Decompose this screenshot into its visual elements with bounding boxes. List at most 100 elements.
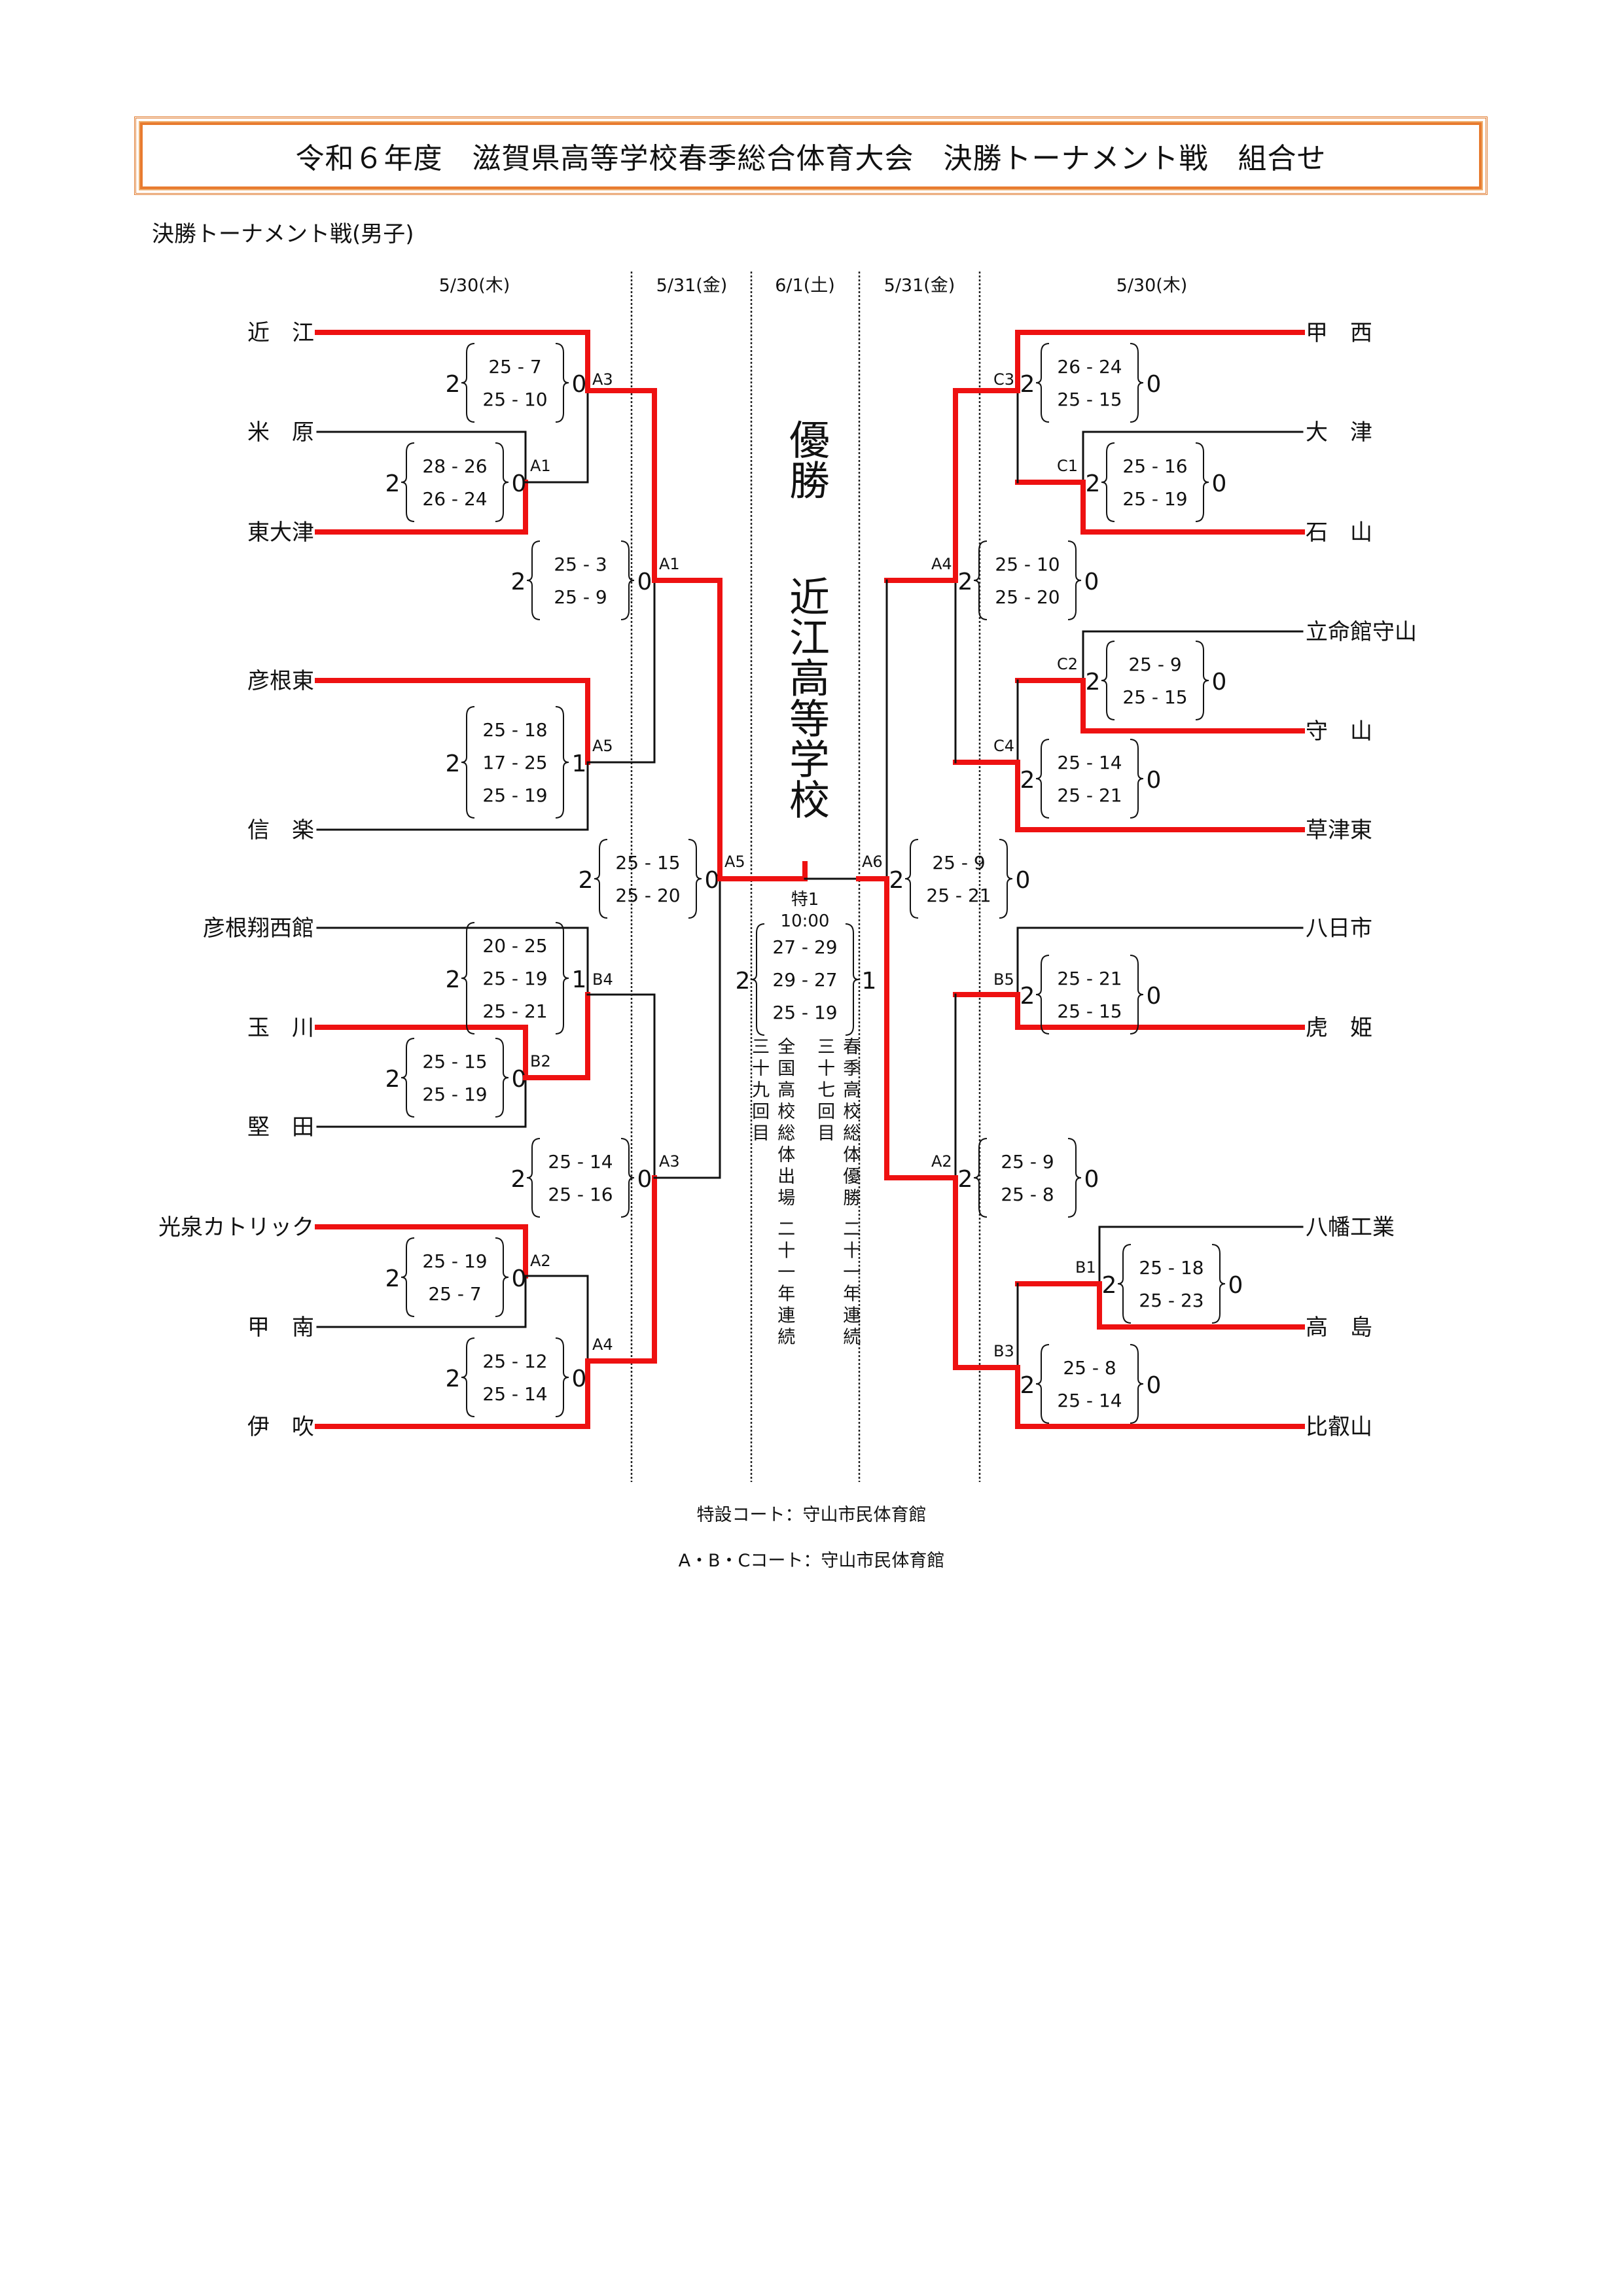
set-score: 25 - 15 — [615, 852, 680, 874]
right-brace — [1195, 641, 1209, 720]
set-score: 25 - 10 — [995, 554, 1060, 575]
right-brace — [1130, 955, 1144, 1034]
set-score: 25 - 9 — [554, 586, 607, 608]
court-label: B3 — [993, 1342, 1014, 1360]
court-label: A5 — [592, 737, 613, 755]
loser-set-count: 0 — [637, 1166, 652, 1193]
loser-set-count: 0 — [1084, 569, 1099, 595]
right-brace — [620, 1138, 635, 1218]
page-title: 令和６年度 滋賀県高等学校春季総合体育大会 決勝トーナメント戦 組合せ — [295, 142, 1327, 175]
right-brace — [555, 706, 569, 819]
left-brace — [526, 1138, 541, 1218]
court-label: A4 — [931, 555, 952, 573]
set-score: 25 - 15 — [422, 1051, 487, 1072]
right-brace — [495, 1038, 509, 1118]
left-brace — [973, 540, 988, 620]
right-brace — [688, 839, 702, 919]
left-brace — [526, 540, 541, 620]
set-score: 25 - 18 — [482, 719, 547, 741]
set-score: 25 - 7 — [488, 356, 541, 378]
left-brace — [594, 839, 608, 919]
winner-set-count: 2 — [736, 968, 751, 995]
set-score: 25 - 19 — [1122, 488, 1187, 510]
winner-set-count: 2 — [511, 1166, 526, 1193]
loser-set-count: 0 — [1228, 1272, 1243, 1299]
set-score: 25 - 19 — [772, 1002, 837, 1023]
right-brace — [555, 343, 569, 423]
set-score: 25 - 16 — [548, 1184, 613, 1205]
set-score: 25 - 19 — [422, 1250, 487, 1272]
team-name-left: 光泉カトリック — [158, 1214, 314, 1241]
left-brace — [1035, 343, 1050, 423]
set-score: 29 - 27 — [772, 969, 837, 991]
set-score: 20 - 25 — [482, 935, 547, 957]
team-name-left: 堅 田 — [247, 1114, 314, 1140]
team-name-right: 八日市 — [1306, 915, 1372, 942]
team-name-right: 石 山 — [1306, 520, 1372, 546]
set-score: 25 - 8 — [1001, 1184, 1054, 1205]
date-header-left-r1: 5/30(木) — [439, 275, 510, 296]
loser-set-count: 0 — [1084, 1166, 1099, 1193]
loser-set-count: 1 — [572, 966, 587, 993]
set-score: 25 - 12 — [482, 1351, 547, 1372]
winner-set-count: 2 — [385, 1265, 401, 1292]
court-label: A1 — [530, 457, 551, 475]
court-label: B1 — [1075, 1258, 1096, 1277]
winner-set-count: 2 — [511, 569, 526, 595]
right-brace — [1130, 1344, 1144, 1424]
left-brace — [904, 839, 919, 919]
court-label: A5 — [724, 853, 745, 871]
date-header-final: 6/1(土) — [775, 275, 835, 296]
court-label: B2 — [530, 1052, 551, 1070]
right-brace — [1211, 1244, 1226, 1324]
left-brace — [461, 922, 475, 1034]
right-brace — [845, 923, 859, 1036]
court-label: C2 — [1057, 655, 1078, 673]
left-brace — [973, 1138, 988, 1218]
left-brace — [1035, 955, 1050, 1034]
winner-set-count: 2 — [579, 867, 594, 894]
left-brace — [1035, 1344, 1050, 1424]
footer-abc-court: A・B・Cコート：守山市民体育館 — [678, 1551, 945, 1571]
team-name-left: 甲 南 — [247, 1315, 314, 1341]
right-brace — [555, 1337, 569, 1417]
winner-set-count: 2 — [1086, 470, 1101, 497]
loser-set-count: 0 — [572, 1366, 587, 1392]
team-name-left: 彦根東 — [247, 668, 314, 694]
set-score: 25 - 21 — [1057, 785, 1122, 806]
date-header-left-r3: 5/31(金) — [656, 275, 728, 296]
title-box: 令和６年度 滋賀県高等学校春季総合体育大会 決勝トーナメント戦 組合せ — [134, 116, 1488, 195]
loser-set-count: 0 — [1147, 983, 1162, 1010]
loser-set-count: 0 — [1147, 1372, 1162, 1399]
right-brace — [495, 442, 509, 522]
loser-set-count: 0 — [705, 867, 720, 894]
winner-set-count: 2 — [446, 966, 461, 993]
set-score: 28 - 26 — [422, 455, 487, 477]
winner-set-count: 2 — [1020, 983, 1035, 1010]
left-brace — [461, 706, 475, 819]
team-name-left: 近 江 — [247, 320, 314, 346]
date-header-right-r1: 5/30(木) — [1116, 275, 1188, 296]
tournament-bracket: 5/30(木)5/31(金)6/1(土)5/31(金)5/30(木)近 江米 原… — [158, 272, 1417, 1482]
set-score: 17 - 25 — [482, 752, 547, 773]
court-label: A2 — [530, 1252, 551, 1270]
final-time: 10:00 — [781, 911, 830, 931]
winner-set-count: 2 — [889, 867, 904, 894]
left-brace — [401, 1237, 415, 1317]
set-score: 25 - 9 — [1128, 654, 1181, 675]
team-name-left: 信 楽 — [247, 817, 314, 843]
court-label: C1 — [1057, 457, 1078, 475]
set-score: 25 - 10 — [482, 389, 547, 410]
set-score: 25 - 9 — [1001, 1151, 1054, 1173]
team-name-left: 伊 吹 — [247, 1414, 314, 1440]
court-label: C4 — [993, 737, 1014, 755]
team-name-left: 東大津 — [247, 520, 314, 546]
left-brace — [461, 343, 475, 423]
team-name-right: 虎 姫 — [1306, 1015, 1372, 1041]
set-score: 25 - 14 — [1057, 752, 1122, 773]
winner-set-count: 2 — [446, 1366, 461, 1392]
court-label: A4 — [592, 1335, 613, 1354]
set-score: 25 - 20 — [995, 586, 1060, 608]
right-brace — [1195, 442, 1209, 522]
left-brace — [751, 923, 765, 1036]
